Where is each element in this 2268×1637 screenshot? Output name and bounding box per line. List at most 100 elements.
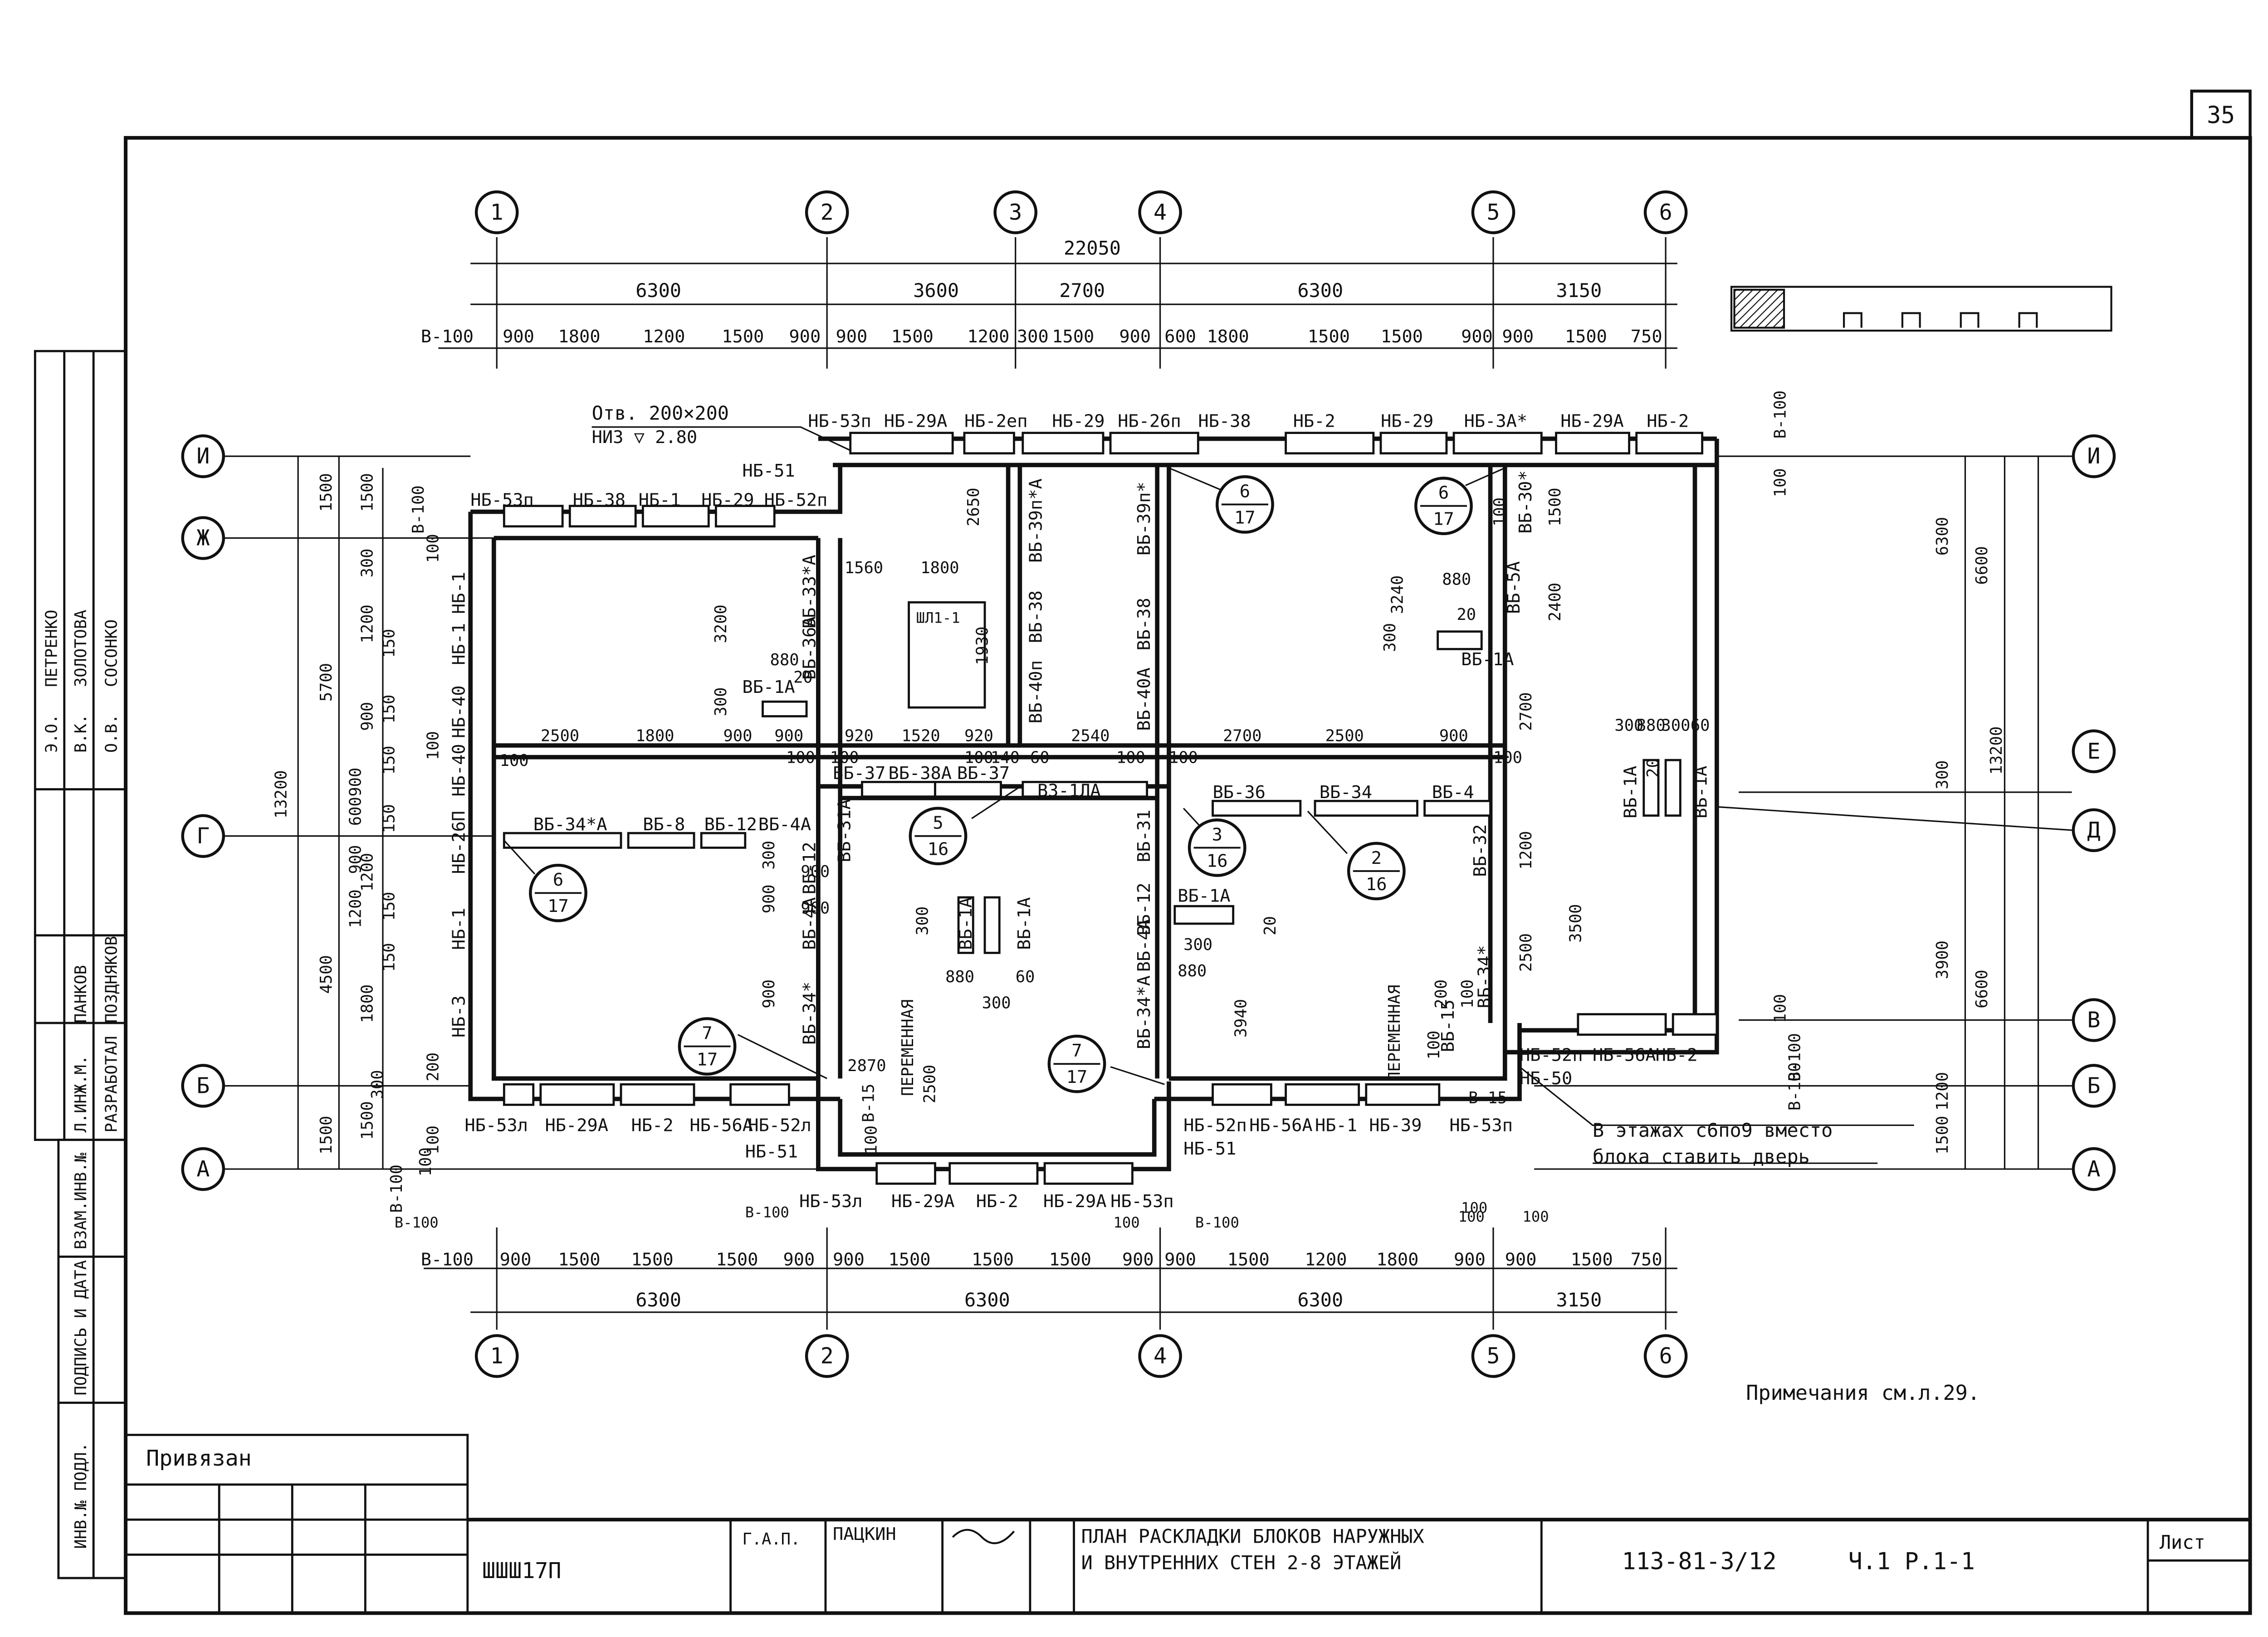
left-margin-stamp: [34, 350, 127, 1579]
interior-dimension: 3200: [712, 604, 730, 643]
wall-block-label: ВБ-1А: [1014, 897, 1035, 950]
left-dimension: 150: [380, 695, 399, 724]
callout-top: 7: [702, 1023, 712, 1043]
bottom-dimension: 1500: [631, 1250, 674, 1270]
top-dimension: 1200: [643, 326, 685, 347]
wall-block-label: ВБ-1А: [1461, 649, 1514, 670]
bottom-dimension: 1200: [1305, 1250, 1347, 1270]
wall-block-label: ВБ-34*: [799, 982, 820, 1045]
left-dimension: 150: [380, 804, 399, 833]
key-plan: [1730, 286, 2112, 332]
axis-label: А: [2087, 1156, 2100, 1182]
callout-bottom: 16: [1207, 851, 1228, 871]
interior-dimension: 1520: [901, 726, 940, 745]
interior-dimension: 2500: [541, 726, 579, 745]
axis-label: 1: [490, 1343, 503, 1369]
wall-block-label: НБ-38: [1198, 411, 1251, 432]
interior-dimension: 880: [1442, 570, 1471, 589]
wall-block-label: НБ-1: [639, 490, 681, 511]
wall-block-label: НБ-40: [449, 744, 469, 796]
right-dimension: 6600: [1973, 970, 1991, 1008]
wall-block-label: ВБ-33*А: [799, 555, 820, 628]
stamp-role: РАЗРАБОТАЛ: [103, 1036, 121, 1132]
callout-bottom: 17: [1066, 1067, 1088, 1087]
left-dimension: 150: [380, 892, 399, 921]
stamp-name: ЗОЛОТОВА: [72, 609, 90, 687]
wall-block-marks: [503, 432, 1718, 1185]
right-dimension: 3900: [1933, 940, 1952, 979]
callout-top: 6: [1438, 483, 1449, 503]
interior-dimension: 300: [1661, 716, 1690, 735]
wall-block-label: НБ-39: [1369, 1115, 1422, 1135]
doc-code: 113-81-3/12: [1622, 1548, 1776, 1575]
axis-bubble-left-Б: [181, 1064, 225, 1108]
bottom-dimension: 1500: [1227, 1250, 1270, 1270]
axis-bubble-bottom-2: [805, 1334, 849, 1378]
wall-block-label: НБ-52л: [748, 1115, 811, 1135]
axis-bubble-bottom-1: [474, 1334, 519, 1378]
bottom-dimension: 750: [1631, 1250, 1662, 1270]
wall-block-label: ВБ-4А: [1134, 919, 1154, 972]
wall-block-label: ВБ-30*: [1515, 470, 1536, 534]
top-dimension: 300: [1017, 326, 1049, 347]
interior-dimension: 900: [801, 899, 830, 917]
top-dimension: 3150: [1556, 279, 1602, 302]
interior-dimension: 2650: [964, 487, 983, 526]
interior-dimension: 100: [786, 749, 815, 767]
interior-dimension: В-15: [859, 1084, 878, 1122]
bottom-dimension: 6300: [964, 1289, 1010, 1311]
left-dimension: 1500: [358, 1101, 376, 1140]
bottom-dimension: 900: [1122, 1250, 1154, 1270]
axis-label: Г: [196, 823, 210, 849]
top-dimension: 3600: [913, 279, 959, 302]
top-dimension: 900: [836, 326, 868, 347]
right-dimension: 100: [1491, 497, 1509, 526]
callout-bottom: 17: [697, 1049, 718, 1070]
interior-dimension: 100: [830, 749, 859, 767]
interior-dimension: 20: [1457, 605, 1476, 624]
axis-bubble-top-4: [1138, 190, 1182, 234]
wall-block-label: НБ-52п: [764, 490, 828, 511]
interior-dimension: 100: [500, 751, 529, 770]
stamp-name: ПОЗДНЯКОВ: [103, 936, 121, 1023]
left-dimension: 1200: [358, 853, 376, 892]
axis-bubble-right-В: [2072, 998, 2116, 1042]
interior-dimension: 1560: [845, 559, 883, 577]
code-stamp: ШШШ17П: [482, 1558, 561, 1583]
wall-block-label: НБ-1: [1315, 1115, 1357, 1135]
wall-block-label: НБ-52п: [1520, 1045, 1583, 1066]
sheet-label: Лист: [2160, 1531, 2205, 1554]
interior-dimension: 300: [913, 906, 932, 935]
axis-bubble-left-Г: [181, 814, 225, 858]
interior-dimension: 100: [424, 1125, 442, 1155]
left-dimension: 900: [358, 702, 376, 731]
callout-bottom: 16: [928, 839, 949, 860]
interior-dimension: 900: [774, 726, 803, 745]
left-dimension: 300: [358, 549, 376, 578]
wall-block-label: ВБ-5А: [1504, 561, 1524, 614]
wall-block-label: ВБ-37: [957, 763, 1010, 784]
wall-block-label: ВБ-15: [1438, 999, 1458, 1052]
wall-block-label: ВБ-38: [1026, 590, 1046, 643]
bottom-dimension: 100: [1461, 1199, 1487, 1217]
top-dimension: 1200: [967, 326, 1009, 347]
opening-note-1: Отв. 200×200: [592, 402, 729, 424]
right-dimension: 1200: [1933, 1072, 1952, 1111]
left-dimension: 4500: [317, 955, 336, 994]
bottom-dimension: 1500: [558, 1250, 600, 1270]
interior-dimension: 200: [1432, 979, 1451, 1009]
right-dimension: 3240: [1388, 575, 1407, 614]
bottom-dimension: 900: [833, 1250, 865, 1270]
left-dimension: 1200: [347, 889, 365, 928]
callout-top: 7: [1071, 1041, 1082, 1061]
wall-block-label: ВБ-32: [1470, 824, 1491, 877]
interior-dimension: 60: [1030, 749, 1050, 767]
right-dimension: 6600: [1973, 546, 1991, 585]
wall-block-label: НБ-1: [449, 908, 469, 950]
left-dimension: В-100: [387, 1164, 406, 1213]
right-dimension: 1500: [1933, 1116, 1952, 1155]
interior-dimension: 300: [1183, 935, 1212, 954]
left-dimension: В-100: [409, 485, 428, 534]
